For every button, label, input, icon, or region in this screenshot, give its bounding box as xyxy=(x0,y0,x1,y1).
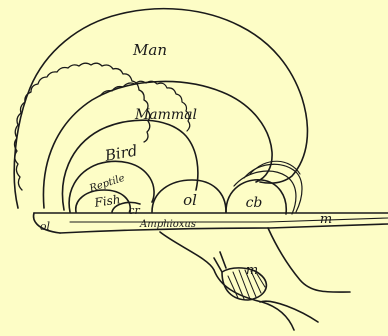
medulla-stalk-2 xyxy=(220,252,226,268)
label-cb: cb xyxy=(246,195,263,211)
label-amphioxus: Amphioxus xyxy=(139,219,196,230)
label-m-lower: m xyxy=(246,263,258,278)
man-brain-convolutions xyxy=(15,63,150,190)
mammal-brain-outline xyxy=(43,82,272,208)
amphioxus-midline xyxy=(70,218,388,222)
label-fish: Fish xyxy=(93,192,122,210)
amphioxus-tube-bottom xyxy=(60,224,388,233)
label-mammal: Mammal xyxy=(134,107,197,123)
label-ol-left: ol xyxy=(40,220,51,233)
medulla-stalk-1 xyxy=(214,258,222,272)
label-man: Man xyxy=(132,41,167,59)
label-m-spinal: m xyxy=(320,212,332,227)
brainstem-back-outline xyxy=(268,228,350,292)
brainstem-front-outline xyxy=(160,232,294,330)
label-reptile: Reptile xyxy=(87,173,126,195)
label-cr: cr xyxy=(128,204,140,217)
label-ol-mid: ol xyxy=(183,191,197,209)
label-bird: Bird xyxy=(103,141,139,165)
